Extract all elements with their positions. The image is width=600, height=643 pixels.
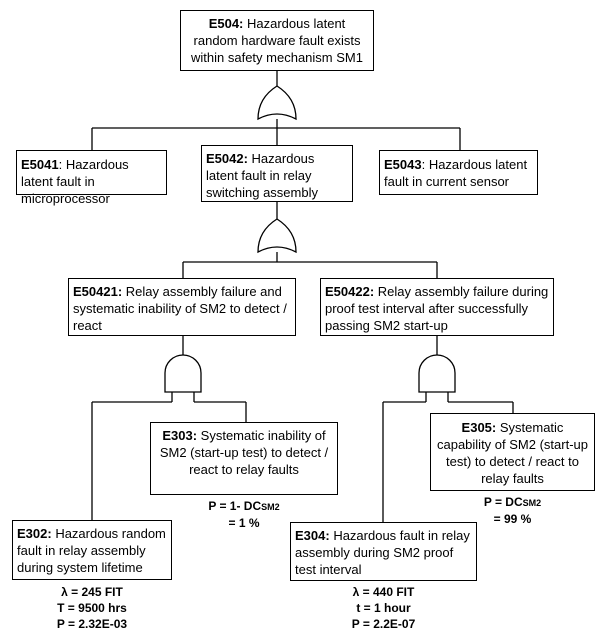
and-gate-icon (418, 354, 456, 393)
probability-subscript: SM2 (522, 498, 542, 508)
event-box-e504: E504: Hazardous latent random hardware f… (180, 10, 374, 71)
failure-rate: λ = 245 FIT (61, 585, 123, 599)
event-id: E305: (461, 420, 497, 435)
event-description: : Hazardous latent fault in microprocess… (21, 157, 129, 206)
exposure-time: T = 9500 hrs (57, 601, 127, 615)
event-id: E304: (295, 528, 330, 543)
or-gate-icon (257, 218, 297, 254)
failure-rate: λ = 440 FIT (352, 585, 415, 599)
event-id: E302: (17, 526, 52, 541)
event-description: Hazardous random fault in relay assembly… (17, 526, 166, 575)
event-box-e305: E305: Systematic capability of SM2 (star… (430, 413, 595, 491)
event-box-e50422: E50422: Relay assembly failure during pr… (320, 278, 554, 336)
event-box-e5042: E5042: Hazardous latent fault in relay s… (201, 145, 353, 202)
event-description: Relay assembly failure and systematic in… (73, 284, 287, 333)
event-box-e5043: E5043: Hazardous latent fault in current… (379, 150, 538, 195)
event-description: Relay assembly failure during proof test… (325, 284, 549, 333)
event-id: E5042: (206, 151, 248, 166)
parameters-e302: λ = 245 FIT T = 9500 hrs P = 2.32E-03 (12, 584, 172, 632)
probability-label: P = 1- DC (208, 499, 262, 513)
event-box-e302: E302: Hazardous random fault in relay as… (12, 520, 172, 580)
probability-formula: P = DCSM2 (430, 494, 595, 511)
probability-value: = 1 % (228, 516, 260, 530)
event-box-e304: E304: Hazardous fault in relay assembly … (290, 522, 477, 581)
exposure-time: t = 1 hour (356, 601, 411, 615)
probability-value: P = 2.32E-03 (56, 617, 128, 631)
probability-formula: P = 1- DCSM2 (150, 498, 338, 515)
event-description: Hazardous fault in relay assembly during… (295, 528, 470, 577)
event-description: Systematic capability of SM2 (start-up t… (436, 420, 588, 486)
event-description: Hazardous latent random hardware fault e… (191, 16, 363, 65)
probability-value: P = 2.2E-07 (351, 617, 416, 631)
event-box-e303: E303: Systematic inability of SM2 (start… (150, 422, 338, 495)
probability-e305: P = DCSM2 = 99 % (430, 494, 595, 527)
event-id: E5041 (21, 157, 59, 172)
parameters-e304: λ = 440 FIT t = 1 hour P = 2.2E-07 (290, 584, 477, 632)
probability-subscript: SM2 (261, 502, 280, 512)
or-gate-icon (257, 85, 297, 121)
event-description: Systematic inability of SM2 (start-up te… (159, 428, 329, 477)
event-description: Hazardous latent fault in relay switchin… (206, 151, 318, 200)
event-box-e50421: E50421: Relay assembly failure and syste… (68, 278, 296, 336)
probability-e303: P = 1- DCSM2 = 1 % (150, 498, 338, 531)
probability-label: P = DC (483, 495, 523, 509)
probability-value: = 99 % (493, 512, 532, 526)
event-id: E5043 (384, 157, 422, 172)
event-id: E50422: (325, 284, 375, 299)
event-id: E303: (162, 428, 198, 443)
event-description: : Hazardous latent fault in current sens… (384, 157, 528, 189)
event-box-e5041: E5041: Hazardous latent fault in micropr… (16, 150, 167, 206)
and-gate-icon (164, 354, 202, 393)
event-id: E50421: (73, 284, 123, 299)
event-id: E504: (208, 16, 244, 31)
